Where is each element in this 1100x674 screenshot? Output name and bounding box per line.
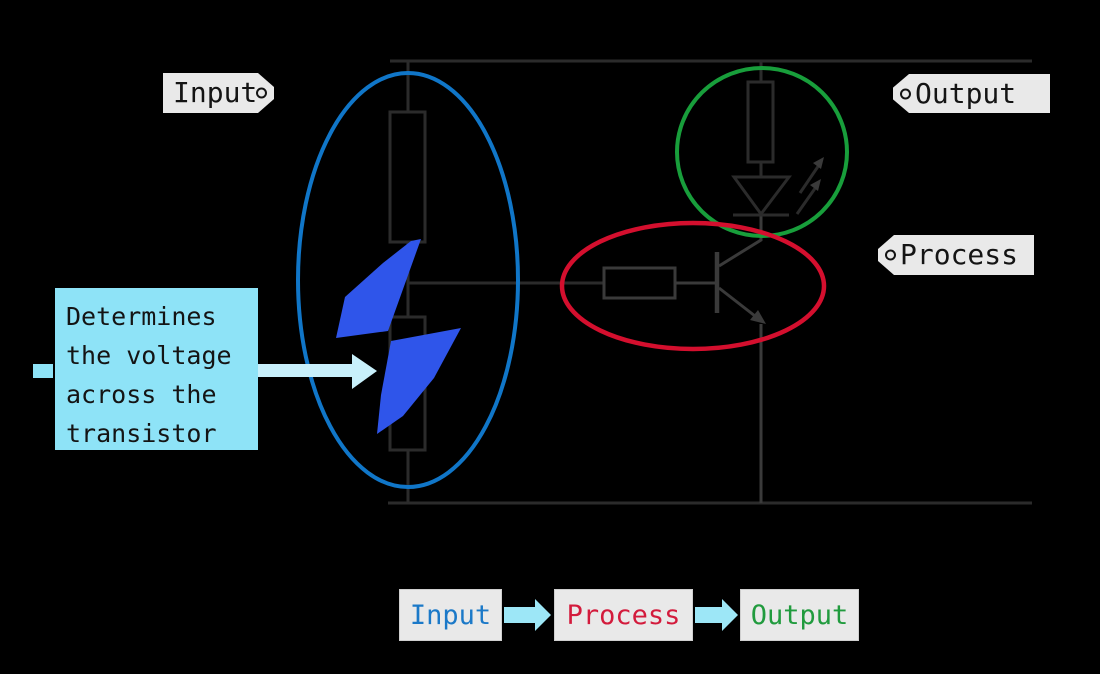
divider-resistor-1 <box>388 110 427 244</box>
led-light-arrow-1 <box>798 164 821 194</box>
lightning-bolt-icon <box>377 328 461 434</box>
flow-arrow-2-icon <box>695 599 738 631</box>
callout-line: the voltage <box>66 341 232 370</box>
flow-box-output: Output <box>740 589 859 641</box>
led-resistor <box>746 80 775 164</box>
transistor-collector-wire <box>718 215 763 268</box>
flow-arrow-1-icon <box>504 599 551 631</box>
callout-line: transistor <box>66 419 217 448</box>
led-light-arrowhead-2 <box>810 179 821 191</box>
transistor-emitter-wire <box>718 286 756 318</box>
emitter-arrowhead-icon <box>750 310 766 324</box>
led-diode-triangle <box>731 175 793 217</box>
output-tag-label: Output <box>915 76 1017 110</box>
tag-hole-icon <box>900 88 911 99</box>
input-tag: Input <box>163 73 274 113</box>
callout-line: Determines <box>66 302 217 331</box>
input-tag-label: Input <box>173 76 258 109</box>
tag-hole-icon <box>256 88 267 99</box>
lightning-bolt-icon <box>336 239 421 338</box>
flow-box-input: Input <box>399 589 502 641</box>
output-tag: Output <box>893 74 1050 113</box>
flow-process-label: Process <box>566 599 681 631</box>
process-tag-label: Process <box>900 238 1019 271</box>
led-light-arrow-2 <box>795 186 818 215</box>
callout-note: Determines the voltage across the transi… <box>55 288 258 450</box>
flow-input-label: Input <box>409 599 492 631</box>
callout-left-stub <box>33 364 53 378</box>
flow-output-label: Output <box>750 599 849 631</box>
callout-arrow-icon <box>258 354 377 389</box>
output-highlight-circle <box>675 66 849 238</box>
callout-line: across the <box>66 380 217 409</box>
process-highlight-ellipse <box>559 220 827 352</box>
base-resistor <box>602 266 677 300</box>
led-light-arrowhead-1 <box>813 157 824 169</box>
tag-hole-icon <box>885 249 896 261</box>
process-tag: Process <box>878 235 1034 275</box>
flow-box-process: Process <box>554 589 693 641</box>
input-highlight-ellipse <box>296 71 520 489</box>
